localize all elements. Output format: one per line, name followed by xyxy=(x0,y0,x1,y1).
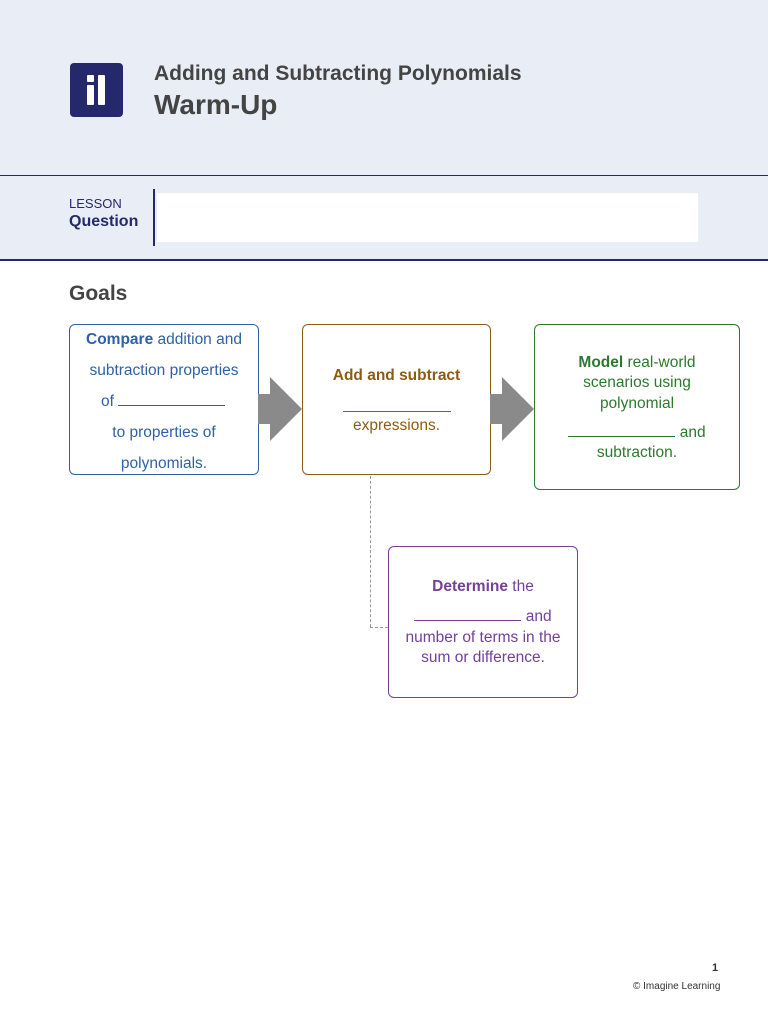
goal-add-subtract-bold: Add and subtract xyxy=(332,367,461,384)
goal-determine-line4: sum or difference. xyxy=(421,649,545,666)
goal-determine-box: Determine the and number of terms in the… xyxy=(388,546,578,698)
goal-compare-line3: of xyxy=(101,393,119,410)
lesson-label: LESSON xyxy=(69,196,122,211)
divider-top xyxy=(0,175,768,176)
divider-bottom xyxy=(0,259,768,261)
goal-compare-box: Compare addition and subtraction propert… xyxy=(69,324,259,475)
goal-model-blank[interactable] xyxy=(568,435,676,437)
goal-compare-line2: subtraction properties xyxy=(89,362,239,379)
copyright: © Imagine Learning xyxy=(633,981,721,992)
lesson-divider xyxy=(153,189,155,246)
header-band xyxy=(0,0,768,175)
page-number: 1 xyxy=(712,962,719,974)
goal-model-line3: polynomial xyxy=(599,395,675,412)
goal-model-line4: and xyxy=(675,424,706,441)
goal-determine-bold: Determine xyxy=(432,578,508,595)
unit-subtitle: Adding and Subtracting Polynomials xyxy=(154,62,522,85)
goal-determine-line3: number of terms in the xyxy=(405,629,561,646)
goal-determine-line2: and xyxy=(521,608,552,625)
goal-compare-line4: to properties of xyxy=(112,424,216,441)
goal-model-bold: Model xyxy=(578,354,624,371)
imagine-learning-logo xyxy=(70,63,123,117)
goal-compare-line5: polynomials. xyxy=(120,455,208,472)
goal-model-box: Model real-world scenarios using polynom… xyxy=(534,324,740,490)
arrow-right-icon xyxy=(258,377,302,441)
goal-model-line2: scenarios using xyxy=(583,374,691,391)
page-title: Warm-Up xyxy=(154,89,278,120)
goal-add-subtract-line2: expressions. xyxy=(352,417,440,434)
connector-line xyxy=(370,476,371,627)
connector-line xyxy=(370,627,388,628)
goal-determine-blank[interactable] xyxy=(414,619,522,621)
arrow-right-icon xyxy=(490,377,534,441)
goal-model-line5: subtraction. xyxy=(596,444,678,461)
goal-add-subtract-blank[interactable] xyxy=(343,411,451,412)
goals-heading: Goals xyxy=(69,282,128,305)
goal-determine-line1: the xyxy=(507,578,534,595)
goal-compare-bold: Compare xyxy=(86,331,154,348)
goal-compare-line1: addition and xyxy=(153,331,242,348)
goal-model-line1: real-world xyxy=(623,354,696,371)
lesson-question-field[interactable] xyxy=(157,193,698,242)
goal-compare-blank[interactable] xyxy=(118,404,226,406)
question-label: Question xyxy=(69,213,139,230)
goal-add-subtract-box: Add and subtract expressions. xyxy=(302,324,491,475)
